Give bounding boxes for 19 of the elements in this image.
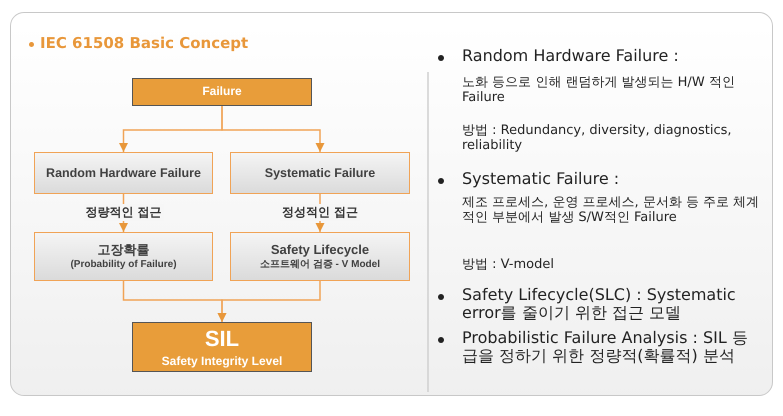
edge-label: 정량적인 접근 (83, 204, 164, 221)
title: IEC 61508 Basic Concept (40, 34, 248, 52)
bullet-text: Safety Lifecycle(SLC) : Systematic error를 줄이기 위한 접근 모델 (462, 286, 737, 322)
arrow (221, 106, 324, 152)
body-text: 방법 : V-model (462, 258, 555, 273)
process-box: Random Hardware Failure (34, 152, 213, 194)
bullet-text: Systematic Failure : (462, 170, 620, 188)
bullet-text: Probabilistic Failure Analysis : SIL 등급을 정하기 위한 정량적(확률적) 분석 (462, 329, 749, 365)
process-box: 고장확률 (Probability of Failure) (34, 232, 213, 281)
process-box: SIL Safety Integrity Level (132, 322, 312, 372)
process-box: Failure (132, 78, 312, 106)
arrow (218, 281, 321, 322)
process-box: Systematic Failure (230, 152, 410, 194)
body-text: 노화 등으로 인해 랜덤하게 발생되는 H/W 적인 Failure (462, 76, 736, 106)
process-box: Safety Lifecycle 소프트웨어 검증 - V Model (230, 232, 410, 281)
body-text: 방법 : Redundancy, diversity, diagnostics, reliability (462, 124, 733, 154)
body-text: 제조 프로세스, 운영 프로세스, 문서화 등 주로 체계적인 부분에서 발생 S/W적인 Failure (462, 196, 760, 226)
bullet-text: Random Hardware Failure : (462, 47, 680, 65)
edge-label: 정성적인 접근 (280, 204, 360, 221)
